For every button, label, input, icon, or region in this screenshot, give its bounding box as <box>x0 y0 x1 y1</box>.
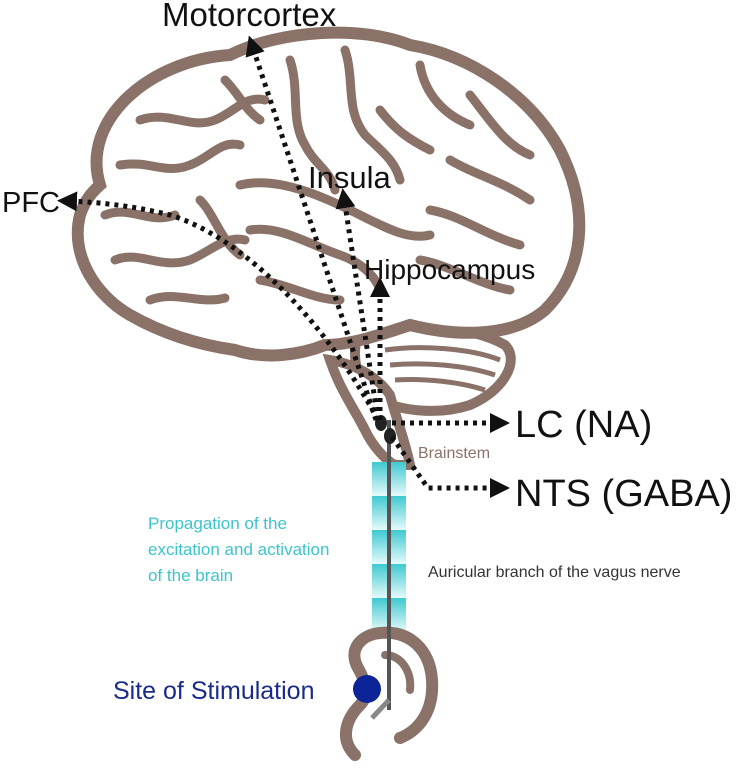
ear-illustration <box>340 626 439 761</box>
label-auricular-branch: Auricular branch of the vagus nerve <box>428 564 681 581</box>
label-nts: NTS (GABA) <box>515 473 732 515</box>
stimulation-site-dot <box>353 675 381 703</box>
brain-sulci <box>100 45 535 305</box>
arrow-nts <box>389 435 510 498</box>
label-hippocampus: Hippocampus <box>364 254 535 285</box>
label-brainstem: Brainstem <box>418 445 490 462</box>
brain-illustration <box>71 26 586 470</box>
label-propagation-1: Propagation of the <box>148 514 287 533</box>
label-propagation-2: excitation and activation <box>148 540 329 559</box>
projection-arrows <box>57 35 510 498</box>
nerve-branch <box>370 698 391 720</box>
cerebellum-folia <box>384 345 501 393</box>
arrow-pfc <box>57 191 381 422</box>
label-motorcortex: Motorcortex <box>162 0 337 33</box>
label-insula: Insula <box>308 160 391 195</box>
label-lc: LC (NA) <box>515 404 652 446</box>
label-site-of-stimulation: Site of Stimulation <box>113 677 315 705</box>
arrow-insula <box>335 188 381 421</box>
arrow-motorcortex <box>245 35 379 421</box>
label-pfc: PFC <box>2 187 60 219</box>
label-propagation-3: of the brain <box>148 566 233 585</box>
